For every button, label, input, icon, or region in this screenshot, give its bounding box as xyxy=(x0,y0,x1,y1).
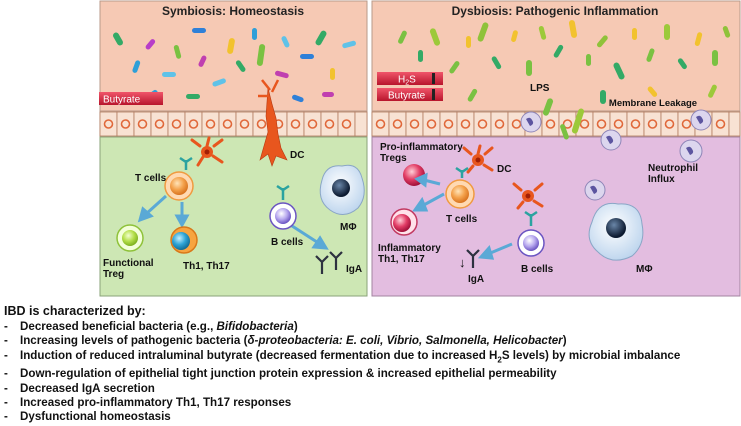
ibd-summary: IBD is characterized by: -Decreased bene… xyxy=(4,304,741,424)
left-t-cells-label: T cells xyxy=(135,173,167,184)
right-butyrate-bar: Butyrate xyxy=(377,88,443,102)
right-macrophage xyxy=(588,202,644,261)
right-b-receptor xyxy=(524,210,538,226)
right-lamina-propria xyxy=(371,136,741,297)
right-macrophage-label: MΦ xyxy=(636,264,653,275)
left-b-cells-label: B cells xyxy=(271,237,304,248)
right-bacteria xyxy=(398,20,731,116)
ibd-figure: Symbiosis: Homeostasis xyxy=(99,0,741,297)
summary-item: -Decreased IgA secretion xyxy=(4,381,155,395)
summary-item: -Induction of reduced intraluminal butyr… xyxy=(4,348,681,364)
summary-heading: IBD is characterized by: xyxy=(4,304,146,318)
lps-label: LPS xyxy=(530,83,550,94)
right-tcr-receptor xyxy=(455,166,469,178)
right-t-cell xyxy=(445,179,475,209)
left-dendritic-cell xyxy=(258,79,288,167)
right-dc-2 xyxy=(512,182,544,210)
left-butyrate-bar: Butyrate xyxy=(99,92,163,106)
left-panel-title: Symbiosis: Homeostasis xyxy=(162,4,304,18)
right-iga-antibody xyxy=(466,249,480,268)
pro-inflammatory-label-2: Tregs xyxy=(380,153,407,164)
inflammatory-label-2: Th1, Th17 xyxy=(378,254,425,265)
left-epithelial-cells xyxy=(99,111,368,137)
neutrophil-label-1: Neutrophil xyxy=(648,163,698,174)
right-dc-label: DC xyxy=(497,164,511,175)
h2s-bar: H2S xyxy=(377,72,443,87)
left-t-cell xyxy=(164,171,194,201)
left-dc-small xyxy=(190,136,224,167)
right-epithelial-cells xyxy=(371,111,741,137)
right-dc-1 xyxy=(462,144,494,174)
neutrophils xyxy=(520,109,712,201)
left-functional-treg xyxy=(116,224,144,252)
summary-item: -Increasing levels of pathogenic bacteri… xyxy=(4,334,567,348)
neutrophil-label-2: Influx xyxy=(648,174,675,185)
summary-item: -Increased pro-inflammatory Th1, Th17 re… xyxy=(4,395,292,409)
right-panel: Dysbiosis: Pathogenic Inflammation xyxy=(371,0,741,297)
functional-treg-label-2: Treg xyxy=(103,269,124,280)
right-butyrate-label: Butyrate xyxy=(388,91,426,102)
inflammatory-label-1: Inflammatory xyxy=(378,243,441,254)
left-iga-antibodies xyxy=(315,251,343,274)
right-iga-label: IgA xyxy=(468,274,484,285)
h2s-label: H2S xyxy=(398,75,416,87)
summary-list: -Decreased beneficial bacteria (e.g., Bi… xyxy=(4,320,741,424)
left-iga-label: IgA xyxy=(346,264,362,275)
left-arrows xyxy=(137,194,329,250)
left-tcr-receptor xyxy=(179,156,193,170)
summary-item: -Dysfunctional homeostasis xyxy=(4,410,171,424)
functional-treg-label-1: Functional xyxy=(103,258,154,269)
left-butyrate-label: Butyrate xyxy=(103,95,141,106)
left-th1-th17-label: Th1, Th17 xyxy=(183,261,230,272)
left-bacteria xyxy=(113,28,356,103)
right-b-cell xyxy=(517,229,545,257)
left-b-receptor xyxy=(276,184,290,200)
left-th1-th17-cell xyxy=(170,226,198,254)
left-dc-label: DC xyxy=(290,150,304,161)
summary-item: -Down-regulation of epithelial tight jun… xyxy=(4,367,557,381)
inflammatory-th-cell xyxy=(390,208,418,236)
pro-inflammatory-label-1: Pro-inflammatory xyxy=(380,142,463,153)
membrane-leakage-label: Membrane Leakage xyxy=(609,98,697,109)
left-macrophage xyxy=(319,164,365,215)
summary-item: -Decreased beneficial bacteria (e.g., Bi… xyxy=(4,320,298,333)
right-arrows xyxy=(412,172,513,260)
right-panel-title: Dysbiosis: Pathogenic Inflammation xyxy=(452,4,659,18)
left-b-cell xyxy=(269,202,297,230)
right-b-cells-label: B cells xyxy=(521,264,554,275)
iga-decrease-arrow: ↓ xyxy=(459,255,466,270)
left-macrophage-label: MΦ xyxy=(340,222,357,233)
right-t-cells-label: T cells xyxy=(446,214,478,225)
